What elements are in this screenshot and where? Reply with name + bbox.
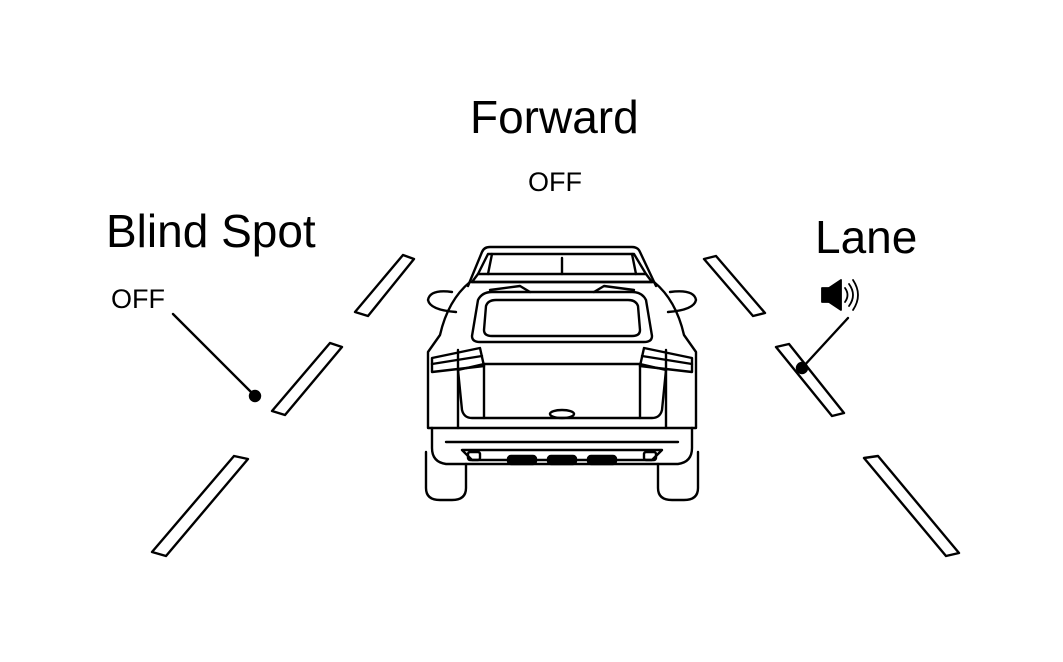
lane-dash (702, 254, 767, 318)
blind-spot-pointer (171, 312, 262, 403)
right-lane-markings (702, 254, 961, 558)
lane-dash (150, 454, 250, 558)
blind-spot-status: OFF (111, 284, 165, 314)
lane-dash (353, 253, 416, 318)
forward-label: Forward (470, 91, 639, 143)
vehicle-rear-icon (424, 245, 700, 502)
forward-status: OFF (528, 167, 582, 197)
lane-dash (270, 341, 344, 417)
lane-dash (774, 342, 846, 418)
lane-dash (862, 454, 961, 558)
speaker-sound-icon (821, 279, 859, 311)
blind-spot-label: Blind Spot (106, 205, 316, 257)
left-lane-markings (150, 253, 416, 558)
lane-pointer (795, 316, 850, 375)
lane-label: Lane (815, 211, 918, 263)
